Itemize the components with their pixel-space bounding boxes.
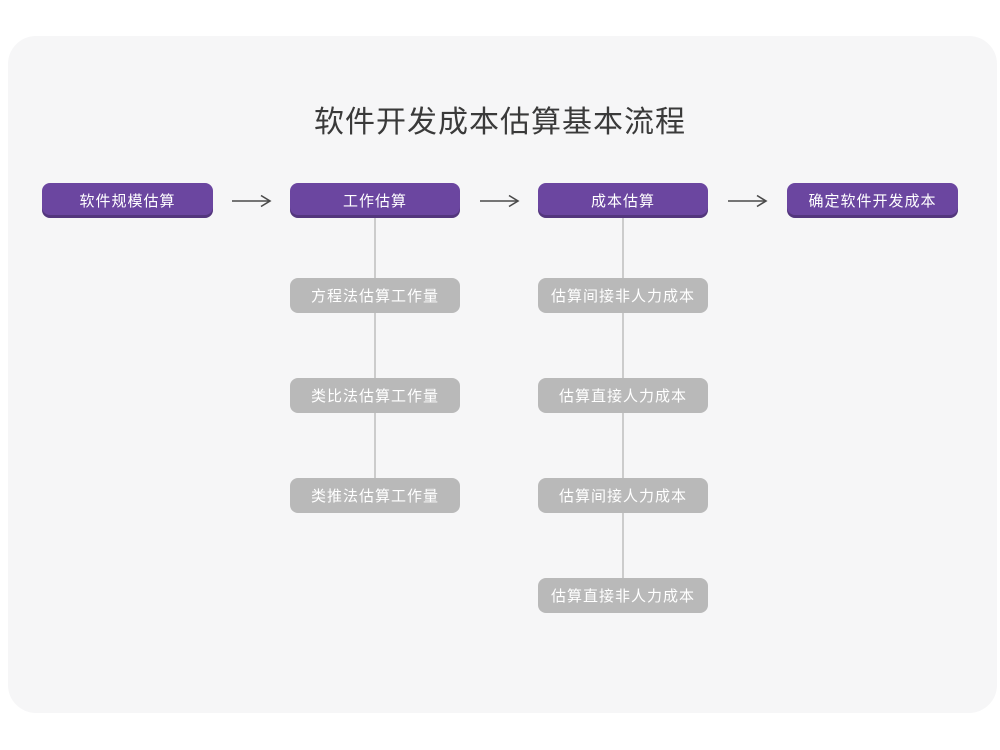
subnode-equation-method: 方程法估算工作量 bbox=[290, 278, 460, 313]
node-determine-dev-cost: 确定软件开发成本 bbox=[787, 183, 958, 218]
connector-line-work bbox=[374, 218, 376, 496]
node-cost-estimation: 成本估算 bbox=[538, 183, 708, 218]
subnode-indirect-labor-cost: 估算间接人力成本 bbox=[538, 478, 708, 513]
subnode-analogy-method: 类比法估算工作量 bbox=[290, 378, 460, 413]
node-work-estimation: 工作估算 bbox=[290, 183, 460, 218]
diagram-title: 软件开发成本估算基本流程 bbox=[314, 106, 686, 139]
subnode-extrapolation-method: 类推法估算工作量 bbox=[290, 478, 460, 513]
diagram-card bbox=[8, 36, 997, 713]
arrow-right-icon bbox=[728, 194, 768, 208]
subnode-direct-nonlabor-cost: 估算直接非人力成本 bbox=[538, 578, 708, 613]
node-software-scale-estimation: 软件规模估算 bbox=[42, 183, 213, 218]
arrow-right-icon bbox=[480, 194, 520, 208]
arrow-right-icon bbox=[232, 194, 272, 208]
subnode-direct-labor-cost: 估算直接人力成本 bbox=[538, 378, 708, 413]
subnode-indirect-nonlabor-cost: 估算间接非人力成本 bbox=[538, 278, 708, 313]
